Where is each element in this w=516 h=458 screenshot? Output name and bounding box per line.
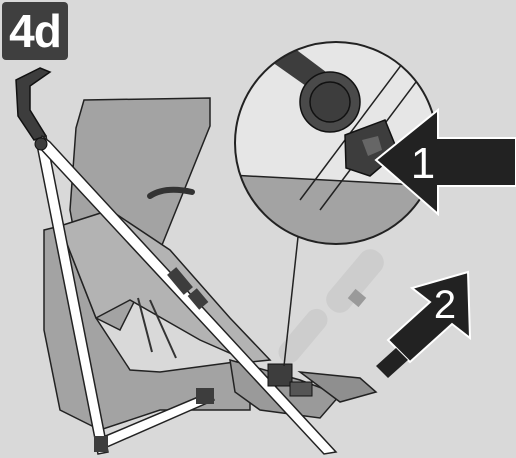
brake-pedal-icon	[297, 370, 378, 403]
handle-grip-icon	[15, 67, 52, 141]
step-badge: 4d	[2, 2, 68, 60]
release-button-icon	[267, 363, 293, 387]
push-arrow-icon	[374, 107, 516, 217]
lift-arrow-icon	[386, 270, 472, 364]
canopy-handle-icon	[147, 186, 195, 199]
